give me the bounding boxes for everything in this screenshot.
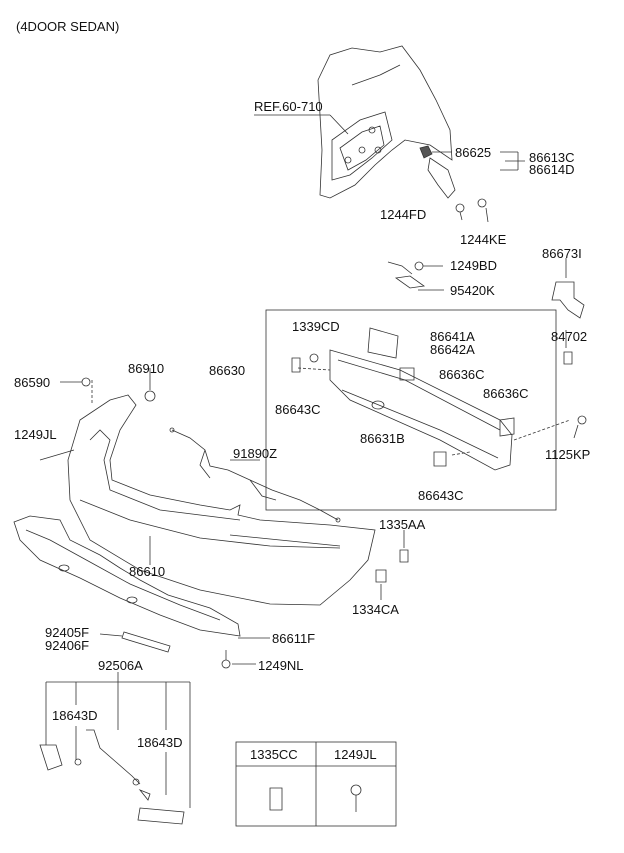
assembly-box: [265, 309, 557, 511]
part-label-92506A: 92506A: [98, 658, 143, 673]
sensor-bolt-drawing: [387, 261, 444, 291]
part-label-86611F: 86611F: [272, 631, 316, 646]
part-label-95420K: 95420K: [450, 283, 495, 298]
part-label-86673I: 86673I: [542, 246, 582, 261]
part-label-1249BD: 1249BD: [450, 258, 497, 273]
part-label-86590: 86590: [14, 375, 51, 390]
bumper-cover-drawing: [39, 368, 376, 606]
part-label-84702: 84702: [551, 329, 588, 344]
legend-col1-header: 1335CC: [250, 747, 298, 762]
part-label-86910: 86910: [128, 361, 165, 376]
part-label-86636C-b: 86636C: [483, 386, 529, 401]
part-label-86631B: 86631B: [360, 431, 405, 446]
part-label-92405F: 92405F: [45, 625, 90, 640]
clips-drawing: [375, 530, 409, 600]
part-label-1249NL: 1249NL: [258, 658, 304, 673]
part-label-1334CA: 1334CA: [352, 602, 399, 617]
legend-col2-header: 1249JL: [334, 747, 377, 762]
lower-valance-drawing: [13, 515, 270, 639]
part-label-86643C-a: 86643C: [275, 402, 321, 417]
part-label-86641A: 86641A: [430, 329, 475, 344]
part-label-1335AA: 1335AA: [379, 517, 426, 532]
screw-1249NL-drawing: [221, 650, 256, 669]
page-title: (4DOOR SEDAN): [16, 19, 120, 34]
part-label-1244KE: 1244KE: [460, 232, 507, 247]
bumper-beam-drawing: [291, 327, 587, 471]
part-label-91890Z: 91890Z: [233, 446, 278, 461]
reflector-drawing: [99, 631, 171, 653]
part-label-92406F: 92406F: [45, 638, 90, 653]
part-label-1244FD: 1244FD: [380, 207, 427, 222]
part-label-86636C-a: 86636C: [439, 367, 485, 382]
part-label-86642A: 86642A: [430, 342, 475, 357]
part-label-86630: 86630: [209, 363, 246, 378]
part-label-ref: REF.60-710: [254, 99, 323, 114]
part-label-86625: 86625: [455, 145, 492, 160]
part-label-1125KP: 1125KP: [545, 447, 591, 462]
part-label-86614D: 86614D: [529, 162, 575, 177]
part-label-18643D-a: 18643D: [52, 708, 98, 723]
part-label-86643C-b: 86643C: [418, 488, 464, 503]
wiring-harness-drawing: [169, 427, 341, 523]
part-label-86610: 86610: [129, 564, 166, 579]
legend-table-drawing: [235, 741, 397, 827]
side-bracket-drawing: [419, 145, 525, 223]
part-label-86613C: 86613C: [529, 150, 575, 165]
quarter-panel-drawing: [254, 45, 453, 199]
part-label-18643D-b: 18643D: [137, 735, 183, 750]
part-label-1249JL: 1249JL: [14, 427, 57, 442]
license-lamp-tree: [39, 672, 191, 825]
part-label-1339CD: 1339CD: [292, 319, 340, 334]
bracket-86673I-drawing: [551, 258, 585, 365]
